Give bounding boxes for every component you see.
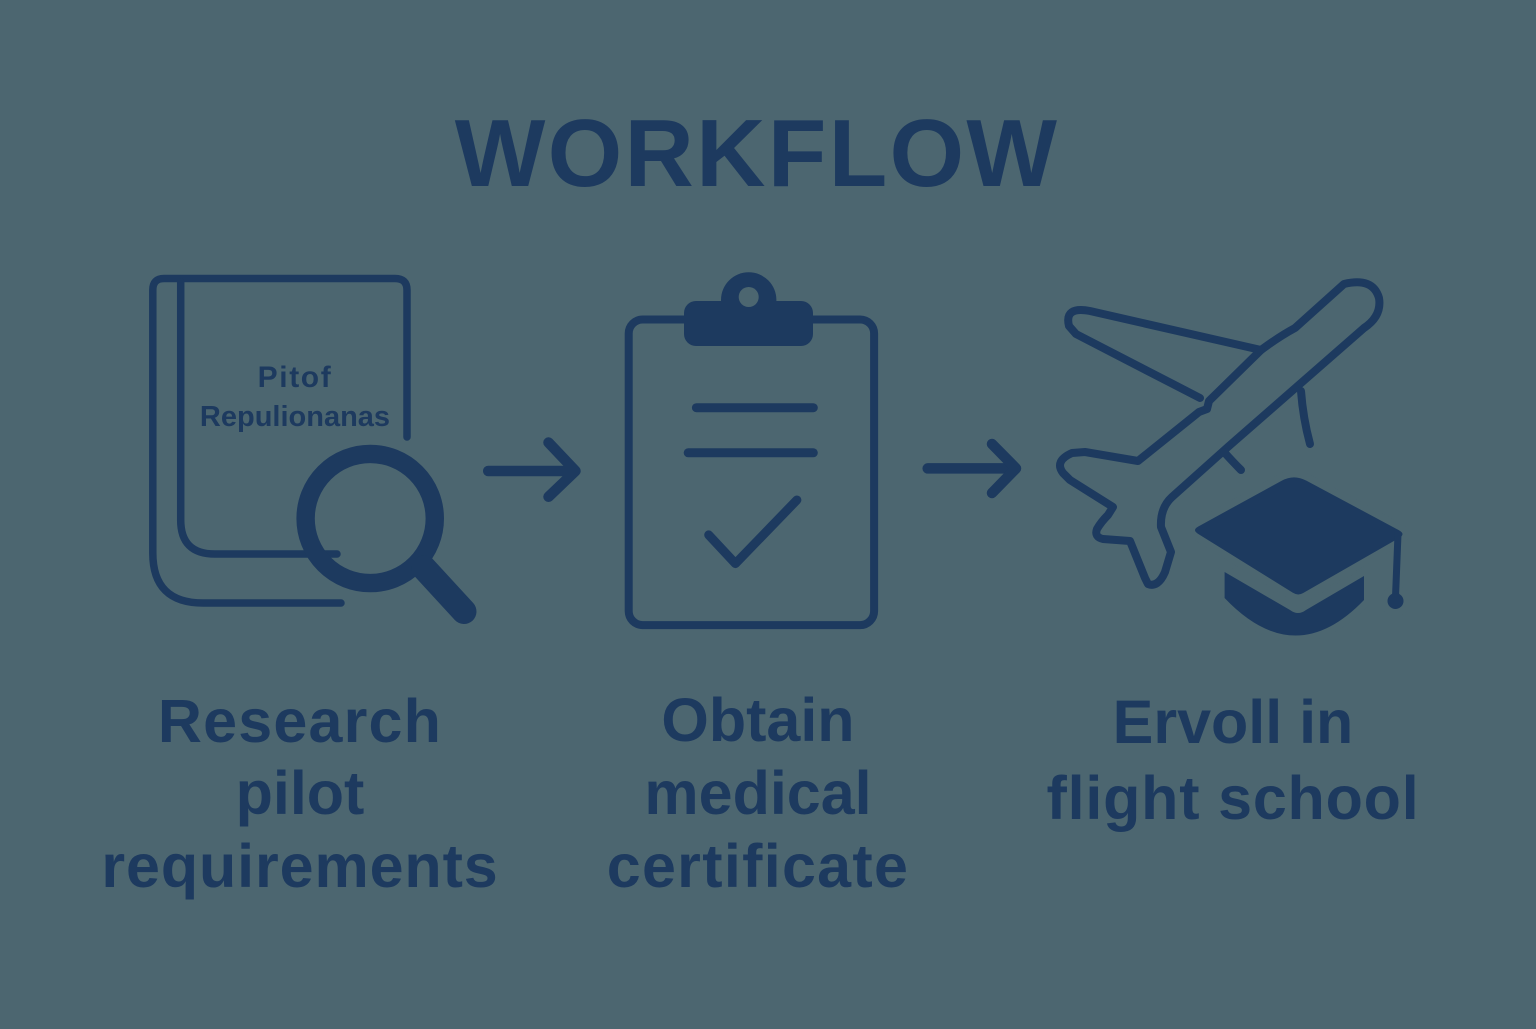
svg-text:Obtain: Obtain (661, 686, 854, 754)
svg-text:requirements: requirements (101, 832, 498, 900)
svg-text:WORKFLOW: WORKFLOW (455, 100, 1060, 207)
svg-text:certificate: certificate (607, 832, 910, 900)
svg-text:Repulionanas: Repulionanas (200, 401, 390, 433)
svg-text:flight school: flight school (1047, 764, 1420, 832)
svg-text:pilot: pilot (236, 759, 365, 827)
svg-text:Pitof: Pitof (258, 361, 333, 394)
svg-text:Ervoll in: Ervoll in (1113, 688, 1354, 756)
svg-text:Research: Research (158, 687, 442, 755)
svg-text:medical: medical (644, 759, 871, 827)
